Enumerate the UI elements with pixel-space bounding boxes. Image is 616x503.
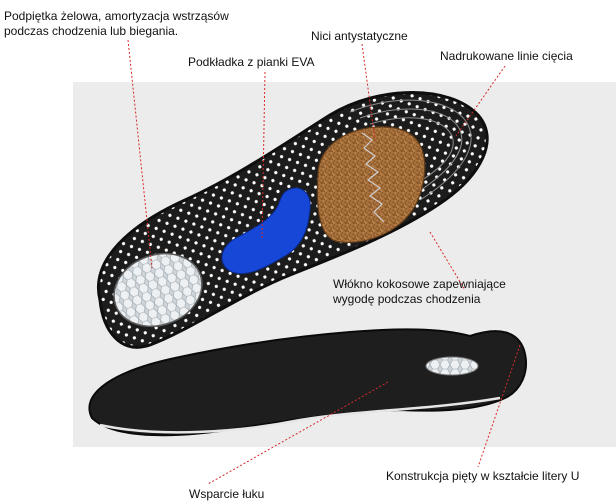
- antistatic-thread: [361, 132, 385, 223]
- cut-line: [369, 117, 454, 185]
- leader-lines: [127, 39, 521, 485]
- coconut-fiber-label: Włókno kokosowe zapewniające wygodę podc…: [333, 277, 506, 306]
- arch-support-label: Wsparcie łuku: [189, 487, 265, 501]
- eva-foam-pad: [221, 187, 311, 274]
- gel-heel-pad: [113, 252, 203, 328]
- gel-heel-label: Podpiętka żelowa, amortyzacja wstrząsów …: [4, 9, 229, 38]
- cut-line: [349, 99, 472, 201]
- gel-heel-side: [425, 356, 479, 376]
- top-insole: [97, 91, 489, 349]
- cut-line: [359, 108, 463, 193]
- coconut-fiber-pad: [316, 126, 426, 243]
- u-heel-label: Konstrukcja pięty w kształcie litery U: [386, 469, 580, 483]
- cut-lines-label: Nadrukowane linie cięcia: [440, 49, 573, 63]
- antistatic-label: Nici antystatyczne: [311, 29, 408, 43]
- sole-edge: [99, 396, 501, 434]
- eva-pad-label: Podkładka z pianki EVA: [188, 55, 315, 69]
- bottom-insole: [88, 328, 527, 437]
